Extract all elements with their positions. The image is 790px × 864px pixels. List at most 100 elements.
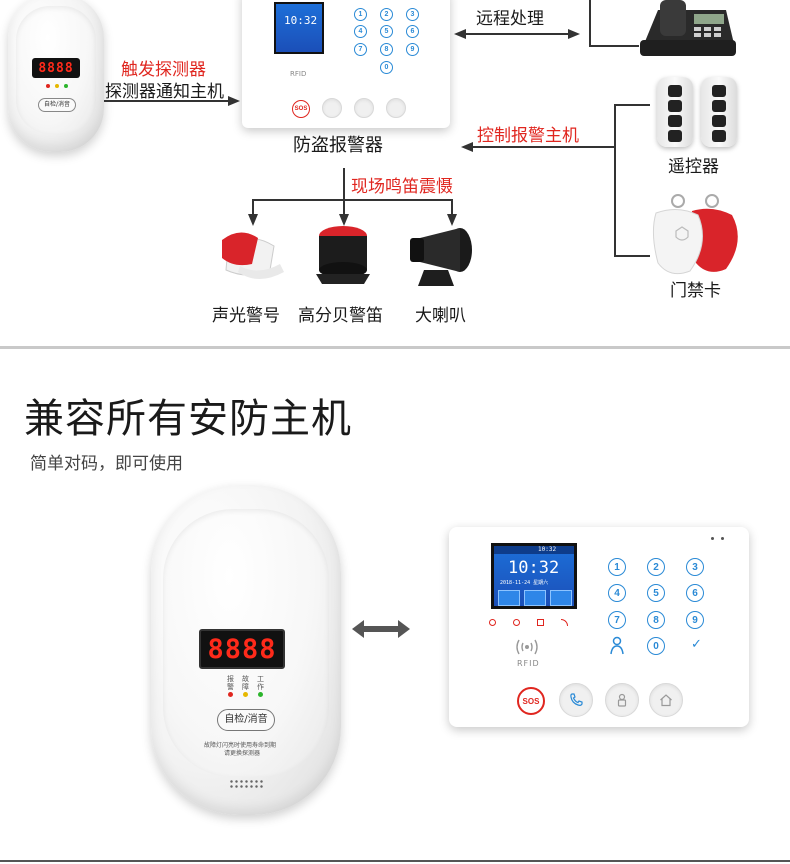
lock-person-icon — [617, 693, 627, 707]
panel-lcd-screen: 10:32 10:32 2018-11-24 星期六 — [491, 543, 577, 609]
detector-led-display: 8888 — [199, 629, 285, 669]
section-title: 兼容所有安防主机 — [24, 396, 352, 442]
access-card-icon — [652, 194, 738, 275]
away-arm-button[interactable] — [605, 683, 639, 717]
fault-indicator-label: 故障 — [242, 675, 249, 691]
smoke-gas-detector: 8888 报警 故障 工作 自检/消音 故障灯闪亮时使用寿命到期 请更换探测器 — [151, 485, 341, 815]
arrow-right-icon — [228, 96, 240, 106]
key-6[interactable]: 6 — [686, 584, 704, 602]
remote-processing-label: 远程处理 — [476, 9, 544, 29]
alarm-light-icon — [489, 619, 496, 626]
key-5[interactable]: 5 — [647, 584, 665, 602]
remote-button-icon — [668, 115, 682, 127]
line-phone-connector-v — [589, 0, 591, 46]
call-button-small — [322, 98, 342, 118]
key-8[interactable]: 8 — [647, 611, 665, 629]
keypad-user-icon[interactable] — [609, 636, 627, 656]
access-card-label: 门禁卡 — [670, 281, 721, 301]
section-divider-bottom — [0, 860, 790, 862]
section-divider-top — [0, 346, 790, 349]
key-9[interactable]: 9 — [686, 611, 704, 629]
remote-button-icon — [668, 85, 682, 97]
phone-icon — [570, 693, 583, 706]
siren-whistle-icon — [316, 226, 370, 284]
key-2[interactable]: 2 — [647, 558, 665, 576]
remote-button-icon — [712, 115, 726, 127]
key-1[interactable]: 1 — [608, 558, 626, 576]
remote-control-1 — [657, 77, 693, 147]
self-test-mute-button[interactable]: 自检/消音 — [217, 709, 275, 731]
key-6-small: 6 — [406, 25, 419, 38]
siren-whistle-label: 高分贝警笛 — [298, 306, 383, 326]
alarm-led-icon — [228, 692, 233, 697]
key-confirm[interactable]: ✓ — [691, 637, 702, 652]
indicator-dot-icon — [721, 537, 724, 540]
remote-button-icon — [668, 130, 682, 142]
arrow-line-detector-to-panel — [104, 100, 232, 102]
key-7-small: 7 — [354, 43, 367, 56]
key-3[interactable]: 3 — [686, 558, 704, 576]
line-siren-vertical — [343, 168, 345, 218]
line-to-remote — [614, 104, 650, 106]
sos-button-small: SOS — [292, 100, 310, 118]
rfid-small: RFID — [290, 70, 307, 78]
panel-screen-small: 10:32 — [274, 2, 324, 54]
home-icon — [660, 694, 672, 707]
key-0-small: 0 — [380, 61, 393, 74]
section-subtitle: 简单对码，即可使用 — [30, 454, 183, 474]
line-phone-connector-h — [589, 45, 639, 47]
alarm-indicator-label: 报警 — [227, 675, 234, 691]
bidirectional-arrow-icon — [352, 620, 410, 638]
home-button-small — [386, 98, 406, 118]
key-7[interactable]: 7 — [608, 611, 626, 629]
arrow-left-icon-control — [461, 142, 473, 152]
sos-button[interactable]: SOS — [517, 687, 545, 715]
key-2-small: 2 — [380, 8, 393, 21]
key-4[interactable]: 4 — [608, 584, 626, 602]
line-to-card — [614, 255, 650, 257]
screen-status-bar — [494, 546, 574, 554]
rfid-label: RFID — [517, 659, 540, 668]
arrow-right-icon-remote — [568, 29, 580, 39]
onsite-siren-label: 现场鸣笛震慑 — [351, 177, 453, 197]
work-led-icon — [258, 692, 263, 697]
detector-image-small: 8888 自检/消音 — [8, 0, 104, 152]
arrow-down-icon-right — [447, 214, 457, 226]
screen-date: 2018-11-24 星期六 — [500, 580, 549, 586]
line-accessory-vertical — [614, 104, 616, 256]
green-led-icon — [64, 84, 68, 88]
arrow-down-icon-left — [248, 214, 258, 226]
alarm-panel-small: 10:32 1 2 3 4 5 6 7 8 9 0 RFID SOS — [242, 0, 450, 128]
screen-arm-away-icon — [498, 590, 520, 606]
arrow-line-remote — [460, 33, 572, 35]
keypad-small: 1 2 3 4 5 6 7 8 9 0 — [354, 8, 434, 78]
arrow-left-icon — [454, 29, 466, 39]
strobe-light-icon — [222, 232, 284, 279]
line-siren-right — [451, 199, 453, 219]
yellow-led-icon — [55, 84, 59, 88]
arrow-down-icon — [339, 214, 349, 226]
fault-led-icon — [243, 692, 248, 697]
key-1-small: 1 — [354, 8, 367, 21]
alarm-host-panel: 10:32 10:32 2018-11-24 星期六 RFID 1 2 3 4 … — [449, 527, 749, 727]
call-button[interactable] — [559, 683, 593, 717]
signal-icon — [561, 619, 568, 626]
detector-notify-label: 探测器通知主机 — [105, 82, 224, 102]
sun-icon — [513, 619, 520, 626]
detector-notice-line1: 故障灯闪亮时使用寿命到期 — [204, 742, 277, 749]
remote-button-icon — [712, 100, 726, 112]
key-3-small: 3 — [406, 8, 419, 21]
remote-button-icon — [712, 130, 726, 142]
key-0[interactable]: 0 — [647, 637, 665, 655]
remote-control-label: 遥控器 — [668, 157, 719, 177]
screen-disarm-icon — [550, 590, 572, 606]
key-9-small: 9 — [406, 43, 419, 56]
arm-button-small — [354, 98, 374, 118]
loudspeaker-label: 大喇叭 — [415, 306, 466, 326]
indicator-dot-icon — [711, 537, 714, 540]
control-panel-label: 控制报警主机 — [477, 126, 579, 146]
key-4-small: 4 — [354, 25, 367, 38]
telephone-icon — [640, 0, 736, 56]
detector-button-small: 自检/消音 — [38, 98, 76, 112]
home-arm-button[interactable] — [649, 683, 683, 717]
